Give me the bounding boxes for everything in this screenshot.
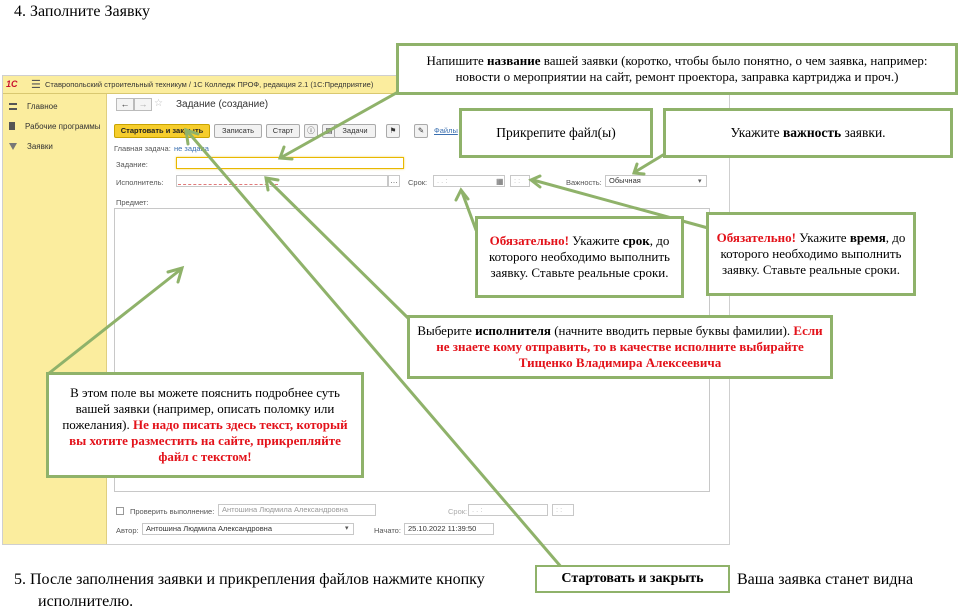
subject-label: Предмет: [116,198,149,207]
hamburger-menu-icon[interactable]: ☰ [31,79,41,91]
callout-red: Обязательно! [716,230,796,245]
callout-text: , до которого необходимо выполнить заявк… [489,233,670,280]
deadline-date-input[interactable]: . . : [433,175,505,187]
check-deadline-date-input[interactable]: . . : [468,504,548,516]
forward-button[interactable]: → [134,98,152,111]
window-title: Ставропольский строительный техникум / 1… [45,80,374,89]
callout-task-name: Напишите название вашей заявки (коротко,… [396,43,958,95]
main-task-label: Главная задача: [114,144,171,153]
task-name-input[interactable] [176,157,404,169]
form-title: Задание (создание) [176,99,269,110]
executor-input[interactable] [176,175,388,187]
importance-select[interactable]: Обычная [605,175,707,187]
start-button[interactable]: Старт [266,124,300,138]
callout-red: Обязательно! [489,233,569,248]
callout-text: заявки. [841,125,886,140]
step-4-heading: 4. Заполните Заявку [14,3,151,20]
started-label: Начато: [374,526,401,535]
favorite-star-icon[interactable]: ☆ [154,98,163,109]
check-deadline-label: Срок: [448,507,468,516]
info-icon[interactable]: ⓘ [304,124,318,138]
files-link[interactable]: Файлы [434,126,458,135]
callout-text: Прикрепите файл(ы) [496,125,616,140]
callout-text: Напишите [426,53,488,68]
callout-text: вашей заявки (коротко, чтобы было понятн… [455,53,928,84]
callout-time: Обязательно! Укажите время, до которого … [706,212,916,296]
document-icon [9,122,15,130]
structure-icon[interactable]: ⚑ [386,124,400,138]
step-5-text: 5. После заполнения заявки и прикреплени… [14,571,485,588]
task-label: Задание: [116,160,148,169]
deadline-label: Срок: [408,178,428,187]
callout-text: Выберите [417,323,476,338]
started-value: 25.10.2022 11:39:50 [404,523,494,535]
callout-red: Не надо писать здесь текст, который вы х… [69,417,348,464]
callout-bold: срок [622,233,650,248]
step-5-text-after: Ваша заявка станет видна [737,571,914,588]
chevron-down-icon[interactable]: ▾ [345,525,349,532]
callout-red: Если не знаете кому отправить, то в каче… [436,323,823,370]
callout-bold: название [487,53,541,68]
check-deadline-time-input[interactable]: : : [552,504,574,516]
sidebar-item-work-programs[interactable]: Рабочие программы [9,120,100,132]
callout-text: Укажите [568,233,623,248]
save-button[interactable]: Записать [214,124,262,138]
sidebar-item-main[interactable]: Главное [9,100,58,112]
executor-select-button[interactable]: … [388,175,400,187]
callout-deadline: Обязательно! Укажите срок, до которого н… [475,216,684,298]
start-and-close-button-label: Стартовать и закрыть [535,565,730,593]
callout-text: Укажите [730,125,783,140]
check-execution-checkbox[interactable] [116,507,124,515]
sidebar-item-label: Главное [27,101,58,111]
menu-lines-icon [9,102,17,110]
calendar-icon[interactable]: ▦ [496,177,504,186]
funnel-icon [9,142,17,150]
tasks-button[interactable]: Задачи [334,124,376,138]
callout-subject: В этом поле вы можете пояснить подробнее… [46,372,364,478]
paperclip-icon[interactable]: ✎ [414,124,428,138]
callout-executor: Выберите исполнителя (начните вводить пе… [407,315,833,379]
check-execution-label: Проверить выполнение: [130,507,215,516]
sidebar-item-label: Заявки [27,141,53,151]
step-5-text-line2: исполнителю. [38,593,134,610]
onec-logo: 1С [6,79,18,89]
main-task-value[interactable]: не задана [174,144,209,153]
importance-label: Важность: [566,178,602,187]
callout-text: В этом поле вы можете пояснить подробнее… [62,385,340,432]
author-input[interactable]: Антошина Людмила Александровна [142,523,354,535]
chevron-down-icon[interactable]: ▾ [698,178,702,185]
deadline-time-input[interactable]: : : [510,175,530,187]
callout-bold: исполнителя [475,323,551,338]
required-underline [178,184,278,185]
sidebar-item-requests[interactable]: Заявки [9,140,53,152]
sidebar-item-label: Рабочие программы [25,121,101,131]
callout-text: , до которого необходимо выполнить заявк… [720,230,906,277]
callout-text: Укажите [795,230,850,245]
author-label: Автор: [116,526,139,535]
callout-attach-files: Прикрепите файл(ы) [459,108,653,158]
check-person-input[interactable]: Антошина Людмила Александровна [218,504,376,516]
back-button[interactable]: ← [116,98,134,111]
callout-bold: время [849,230,886,245]
callout-bold: важность [782,125,842,140]
start-and-close-button[interactable]: Стартовать и закрыть [114,124,210,138]
executor-label: Исполнитель: [116,178,164,187]
callout-text: (начните вводить первые буквы фамилии). [550,323,794,338]
callout-importance: Укажите важность заявки. [663,108,953,158]
